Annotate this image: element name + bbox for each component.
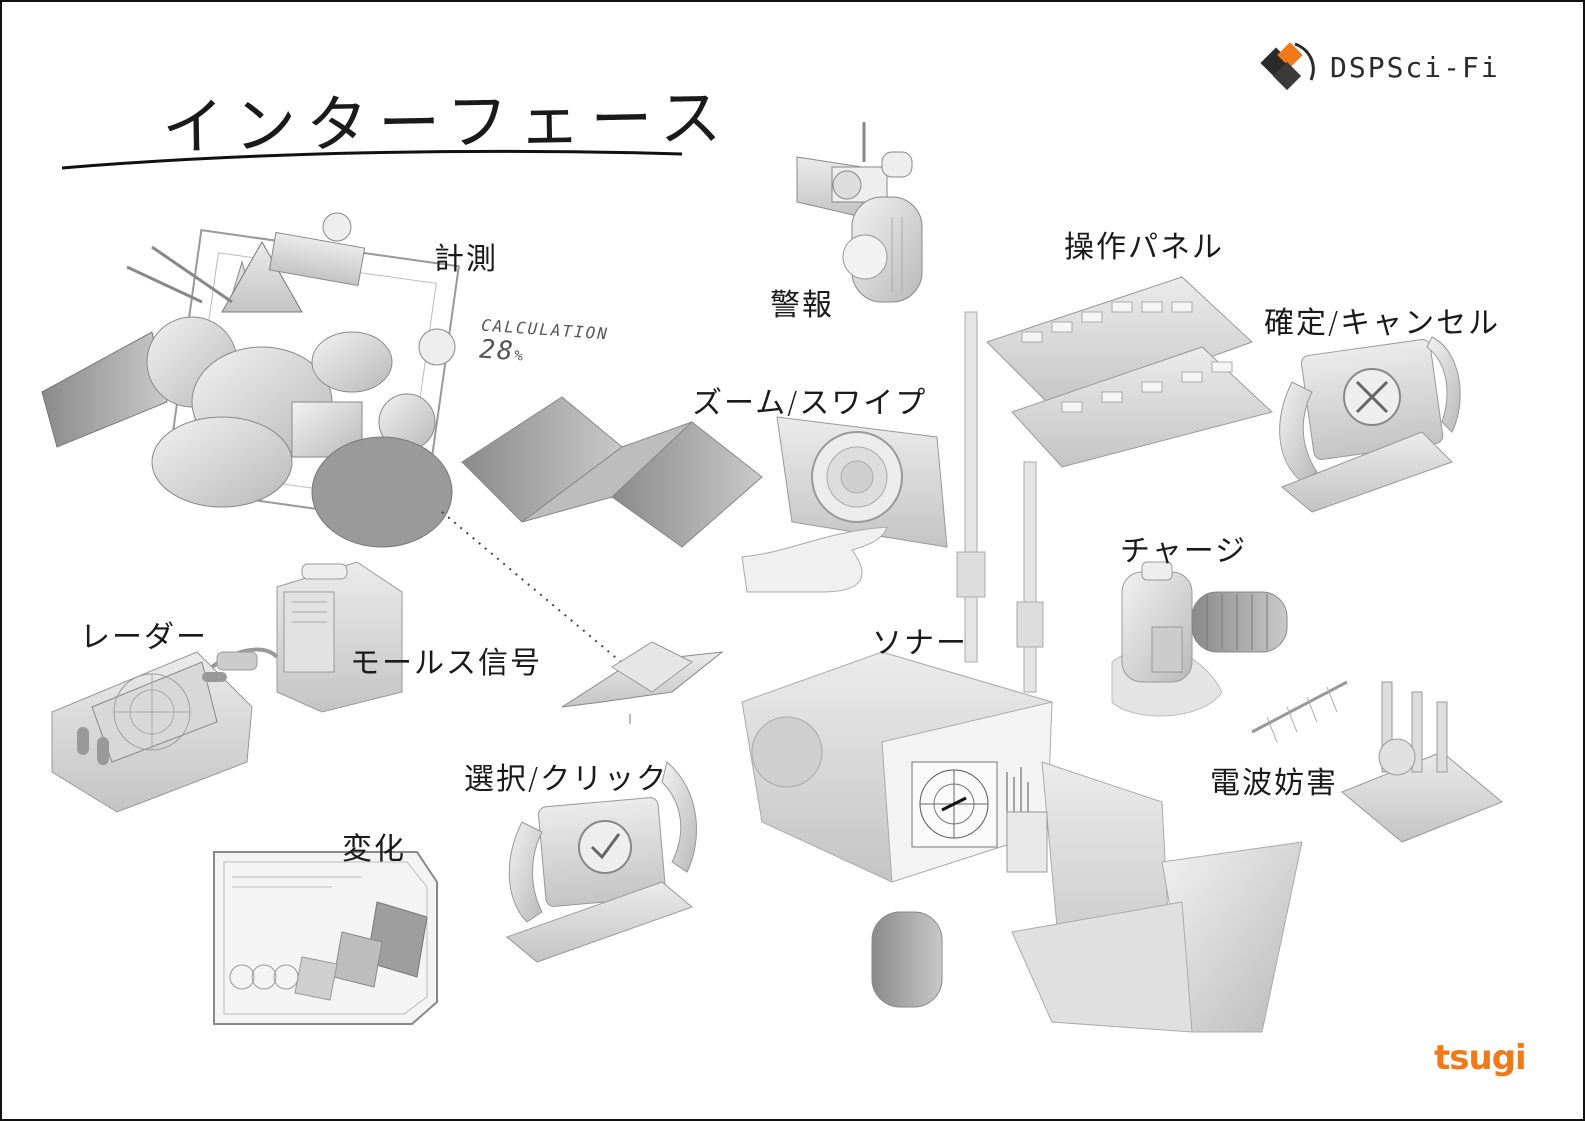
label-alarm: 警報 bbox=[770, 288, 834, 323]
jamming-illustration bbox=[1251, 680, 1503, 843]
title-underline bbox=[61, 149, 683, 170]
calculation-readout: CALCULATION 28% bbox=[478, 316, 609, 374]
tablet-illustration bbox=[741, 416, 948, 593]
label-zoom-swipe: ズーム/スワイプ bbox=[692, 386, 928, 421]
calculation-value: 28 bbox=[478, 334, 516, 367]
label-radar: レーダー bbox=[80, 620, 208, 655]
satellite-illustration bbox=[41, 212, 763, 548]
sonar-illustration bbox=[741, 311, 1303, 1033]
label-change: 変化 bbox=[342, 832, 406, 867]
spaceship-illustration bbox=[561, 641, 724, 724]
label-control-panel: 操作パネル bbox=[1064, 230, 1224, 265]
label-measure: 計測 bbox=[434, 242, 498, 277]
publisher-logo: tsugi bbox=[1434, 1038, 1527, 1078]
page-title: インターフェース bbox=[161, 81, 732, 164]
label-select-click: 選択/クリック bbox=[464, 762, 669, 797]
alarm-illustration bbox=[796, 122, 923, 303]
label-sonar: ソナー bbox=[872, 626, 968, 661]
label-jamming: 電波妨害 bbox=[1210, 766, 1338, 801]
confirm-cancel-illustration bbox=[1279, 336, 1461, 513]
calculation-unit: % bbox=[513, 347, 526, 365]
change-screen-illustration bbox=[213, 851, 438, 1025]
morse-illustration bbox=[210, 561, 403, 713]
battery-illustration bbox=[1111, 561, 1288, 717]
brand-name: DSPSci-Fi bbox=[1330, 50, 1500, 84]
brand-logo: DSPSci-Fi bbox=[1264, 42, 1500, 92]
radar-illustration bbox=[51, 651, 253, 813]
label-confirm-cancel: 確定/キャンセル bbox=[1264, 306, 1501, 341]
label-charge: チャージ bbox=[1120, 534, 1248, 569]
control-panel-illustration bbox=[986, 276, 1274, 468]
select-click-illustration bbox=[506, 761, 697, 963]
label-morse: モールス信号 bbox=[350, 646, 542, 681]
